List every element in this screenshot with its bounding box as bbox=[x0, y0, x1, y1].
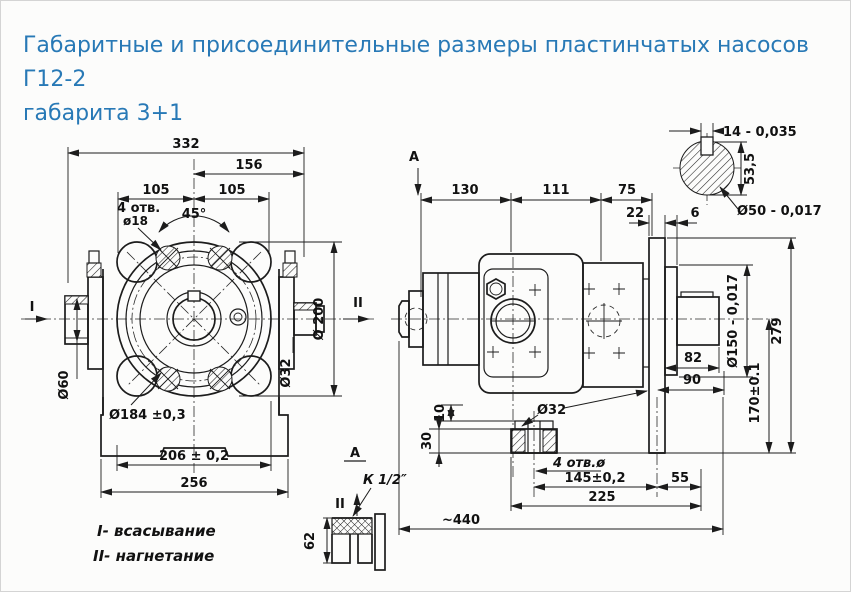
detail-port-ii: II bbox=[335, 497, 345, 512]
dim-22: 22 bbox=[626, 206, 644, 221]
dim-90: 90 bbox=[683, 373, 701, 388]
dim-75: 75 bbox=[618, 183, 636, 198]
foot-side bbox=[486, 420, 796, 454]
dim-170: 170±0.1 bbox=[748, 362, 763, 423]
mounting-flange-side bbox=[648, 237, 720, 454]
dim-156: 156 bbox=[235, 158, 262, 173]
dim-206: 206 ± 0,2 bbox=[159, 449, 229, 464]
rear-section-side bbox=[582, 262, 649, 388]
dim-105-left: 105 bbox=[142, 183, 169, 198]
pump-base-front bbox=[100, 397, 289, 457]
page-title: Габаритные и присоединительные размеры п… bbox=[23, 29, 833, 131]
page-title-line2: габарита 3+1 bbox=[23, 101, 184, 126]
side-view: A 130 111 75 22 6 bbox=[391, 150, 796, 535]
dim-105-right: 105 bbox=[218, 183, 245, 198]
dim-256: 256 bbox=[180, 476, 207, 491]
port-label-i: I bbox=[30, 300, 35, 315]
port-label-ii: II bbox=[353, 296, 363, 311]
dim-332: 332 bbox=[172, 137, 199, 152]
dim-30: 30 bbox=[420, 432, 435, 450]
detail-a-label: A bbox=[350, 446, 360, 461]
dim-holes-note-2: ø18 bbox=[123, 214, 148, 228]
dim-279: 279 bbox=[770, 317, 785, 344]
dim-dia200: Ø 200 bbox=[312, 298, 327, 341]
pump-body-side bbox=[478, 253, 584, 394]
dim-440: ~440 bbox=[442, 513, 480, 528]
dim-dia184: Ø184 ±0,3 bbox=[109, 408, 186, 423]
legend-pressure: II- нагнетание bbox=[93, 547, 214, 565]
dim-55: 55 bbox=[671, 471, 689, 486]
dim-dia32-side: Ø32 bbox=[537, 403, 566, 418]
legend-suction: I- всасывание bbox=[97, 522, 216, 540]
thread-label: К 1/2″ bbox=[363, 473, 407, 488]
section-arrow-label: A bbox=[409, 150, 419, 165]
dim-4-holes: 4 отв.ø bbox=[552, 456, 606, 471]
dim-holes-note-1: 4 отв. bbox=[117, 201, 160, 216]
dim-dia60: Ø60 bbox=[57, 370, 72, 399]
suction-port-front bbox=[64, 250, 104, 370]
dim-111: 111 bbox=[542, 183, 569, 198]
dim-6: 6 bbox=[690, 206, 699, 221]
mounting-holes-front bbox=[155, 245, 233, 392]
front-view-dimensions: 332 156 105 105 45° 4 отв. ø18 Ø 200 bbox=[25, 137, 370, 498]
pump-housing-front bbox=[102, 241, 280, 415]
dim-dia32-front: Ø32 bbox=[279, 358, 294, 387]
dim-dia150: Ø150 - 0,017 bbox=[726, 274, 741, 368]
dim-225: 225 bbox=[588, 490, 615, 505]
dim-62: 62 bbox=[303, 532, 318, 550]
port-section-detail: A К 1/2″ II 62 bbox=[303, 446, 407, 571]
dim-82: 82 bbox=[684, 351, 702, 366]
shaft-end-detail: 14 - 0,035 53,5 Ø50 - 0,017 bbox=[669, 123, 822, 219]
dim-130: 130 bbox=[451, 183, 478, 198]
front-view: 332 156 105 105 45° 4 отв. ø18 Ø 200 bbox=[21, 137, 375, 498]
dim-45deg: 45° bbox=[182, 207, 207, 222]
pressure-port-front bbox=[278, 250, 325, 370]
dim-145: 145±0,2 bbox=[564, 471, 625, 486]
page-title-line1: Габаритные и присоединительные размеры п… bbox=[23, 33, 809, 92]
side-view-dimensions: A 130 111 75 22 6 bbox=[398, 150, 796, 535]
dim-key-53: 53,5 bbox=[743, 153, 758, 185]
dim-key-14: 14 - 0,035 bbox=[723, 125, 797, 140]
legend: I- всасывание II- нагнетание bbox=[93, 522, 216, 565]
dim-dia50: Ø50 - 0,017 bbox=[737, 204, 822, 219]
dim-10: 10 bbox=[433, 404, 448, 422]
